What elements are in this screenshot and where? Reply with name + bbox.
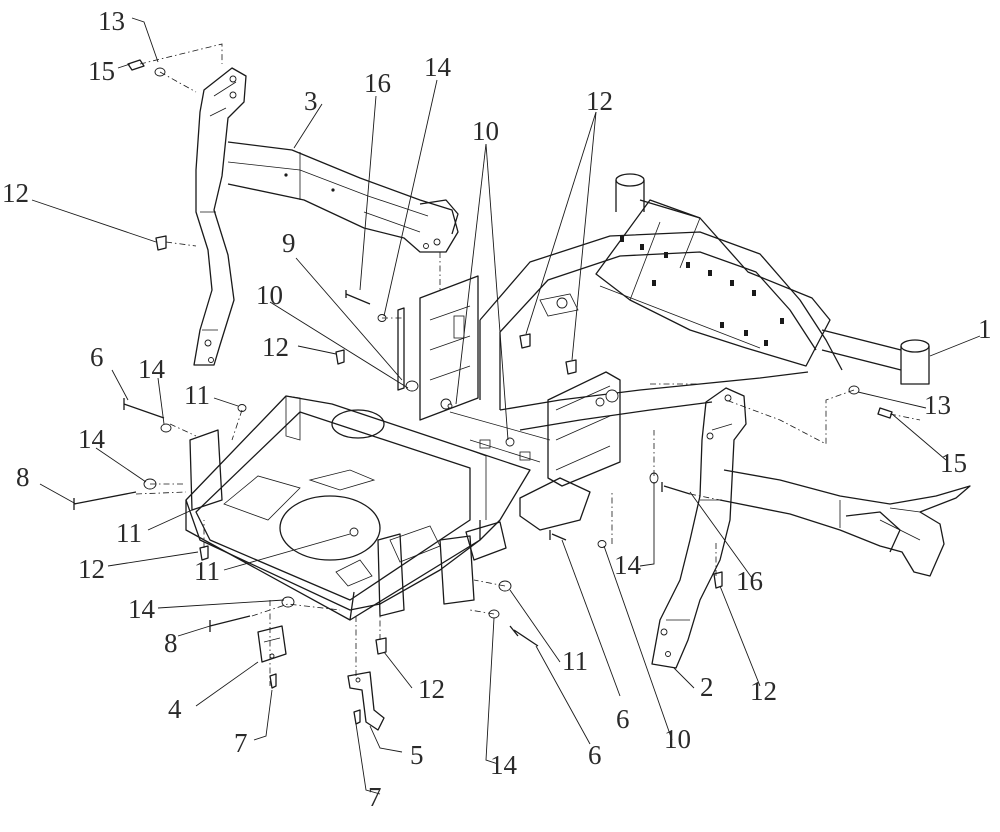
callout-12: 12 <box>750 676 777 706</box>
callout-14: 14 <box>490 750 518 780</box>
callout-12: 12 <box>78 554 105 584</box>
callout-14: 14 <box>128 594 156 624</box>
callout-1: 1 <box>978 314 992 344</box>
part-5-bracket <box>347 671 385 731</box>
callout-13: 13 <box>98 6 125 36</box>
callout-12: 12 <box>2 178 29 208</box>
callout-11: 11 <box>184 380 210 410</box>
callout-14: 14 <box>78 424 106 454</box>
callout-14: 14 <box>138 354 166 384</box>
callout-15: 15 <box>88 56 115 86</box>
callout-12: 12 <box>418 674 445 704</box>
callout-14: 14 <box>424 52 452 82</box>
callout-10: 10 <box>664 724 691 754</box>
callout-10: 10 <box>472 116 499 146</box>
callout-6: 6 <box>588 740 602 770</box>
callout-7: 7 <box>368 782 382 812</box>
callout-11: 11 <box>116 518 142 548</box>
callout-15: 15 <box>940 448 967 478</box>
callout-2: 2 <box>700 672 714 702</box>
hardware <box>73 59 893 725</box>
callout-16: 16 <box>736 566 763 596</box>
callout-3: 3 <box>304 86 318 116</box>
callout-8: 8 <box>16 462 30 492</box>
callout-13: 13 <box>924 390 951 420</box>
callout-12: 12 <box>586 86 613 116</box>
callout-6: 6 <box>616 704 630 734</box>
part-4-bracket <box>257 625 287 663</box>
callout-4: 4 <box>168 694 182 724</box>
callout-5: 5 <box>410 740 424 770</box>
callout-11: 11 <box>194 556 220 586</box>
callout-11: 11 <box>562 646 588 676</box>
callout-14: 14 <box>614 550 642 580</box>
callout-7: 7 <box>234 728 248 758</box>
callout-10: 10 <box>256 280 283 310</box>
callout-labels: 13 15 3 12 16 14 10 12 9 10 12 6 14 11 1… <box>2 6 992 812</box>
deck-frame <box>185 395 591 621</box>
callout-16: 16 <box>364 68 391 98</box>
callout-8: 8 <box>164 628 178 658</box>
callout-9: 9 <box>282 228 296 258</box>
callout-12: 12 <box>262 332 289 362</box>
part-3-left-upright <box>193 67 459 366</box>
leader-lines <box>31 17 981 795</box>
part-2-right-upright <box>651 387 971 669</box>
center-brackets <box>397 275 621 487</box>
part-1-main-frame <box>479 173 930 431</box>
rear-plate-slots <box>620 236 784 346</box>
assembly-lines <box>135 43 921 686</box>
callout-6: 6 <box>90 342 104 372</box>
